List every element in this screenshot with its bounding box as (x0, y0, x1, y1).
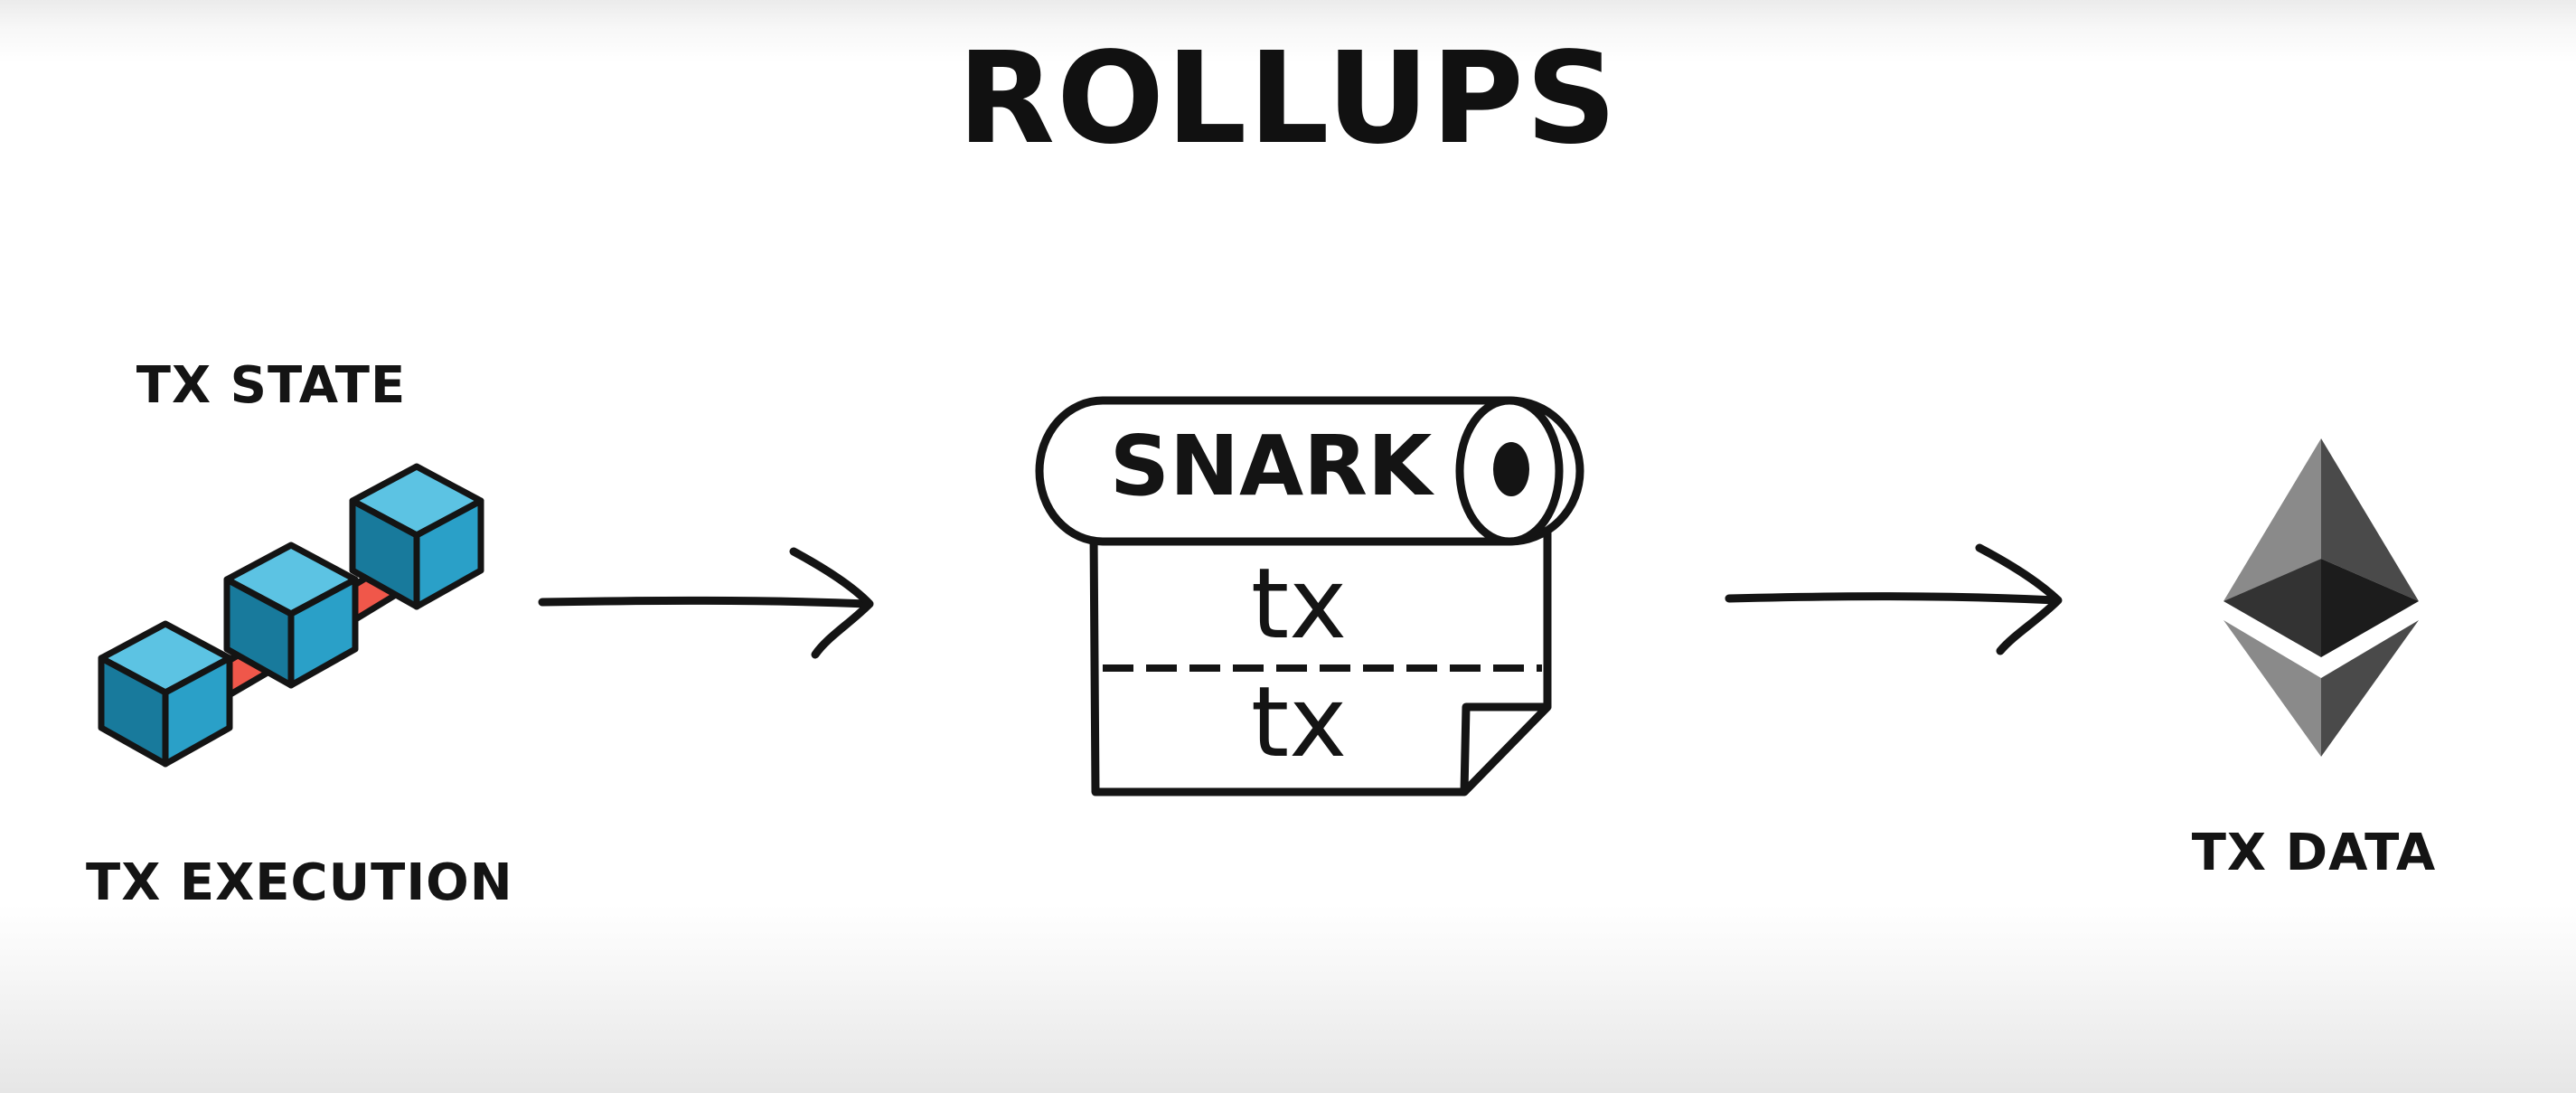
right-arrow-icon (538, 547, 874, 659)
scroll-row: tx (1251, 666, 1347, 779)
blockchain-cubes-icon (98, 463, 484, 768)
snark-scroll-icon: SNARK tx tx (1035, 396, 1584, 796)
tx-data-label: TX DATA (2191, 824, 2437, 882)
scroll-header: SNARK (1110, 418, 1435, 514)
tx-state-label: TX STATE (136, 356, 407, 415)
scroll-row: tx (1251, 548, 1347, 661)
roll-hole (1493, 442, 1529, 496)
ethereum-icon (2223, 438, 2419, 757)
block-cube (98, 620, 233, 768)
folded-corner (1460, 702, 1552, 796)
tx-execution-label: TX EXECUTION (86, 853, 513, 912)
right-arrow-icon (1725, 543, 2063, 655)
block-cube (349, 463, 484, 610)
block-cube (223, 542, 359, 689)
diagram-title: ROLLUPS (957, 25, 1619, 173)
